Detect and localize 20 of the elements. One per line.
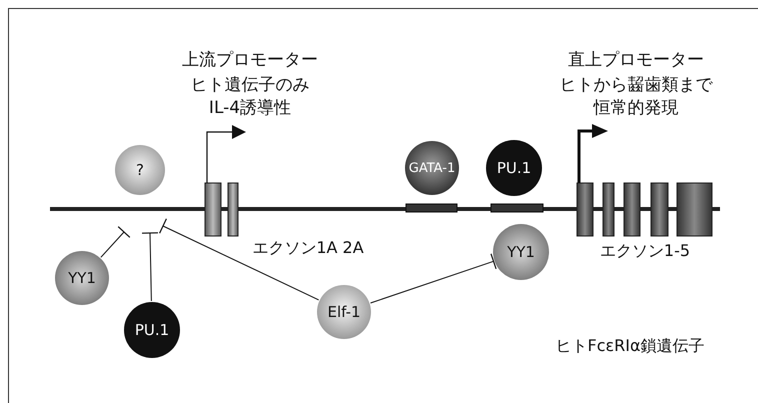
annotation-text: 直上プロモーター: [568, 50, 704, 70]
inhibition-line: [158, 218, 320, 300]
protein-circle: YY1: [493, 224, 549, 280]
annotation-text: エクソン1A 2A: [252, 238, 364, 258]
annotation-text: IL-4誘導性: [208, 98, 292, 118]
annotation-text: 上流プロモーター: [182, 50, 318, 70]
protein-circle: PU.1: [124, 302, 180, 358]
protein-circle: GATA-1: [405, 141, 459, 195]
annotation-text: ヒト遺伝子のみ: [190, 75, 310, 96]
inhibition-line: [141, 232, 159, 302]
annotation-text: ヒトFcεRIα鎖遺伝子: [555, 336, 705, 356]
annotation-text: エクソン1-5: [600, 241, 690, 260]
protein-circle: PU.1: [486, 140, 542, 196]
protein-circle: Elf-1: [317, 285, 371, 339]
protein-circle: YY1: [55, 251, 109, 305]
annotation-text: 恒常的発現: [594, 98, 678, 118]
protein-circle: ?: [115, 145, 165, 195]
annotation-text: ヒトから齧歯類まで: [560, 75, 712, 96]
inhibition-line: [100, 226, 130, 258]
inhibition-line: [370, 253, 497, 304]
